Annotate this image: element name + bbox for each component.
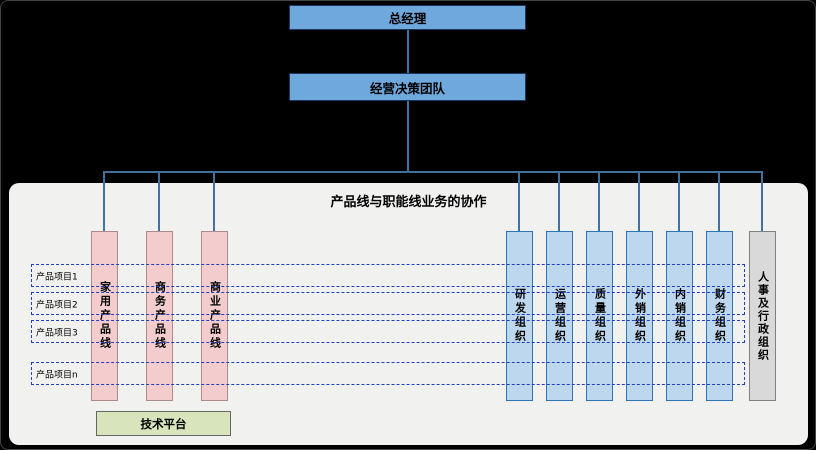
connector-drop-org-3 xyxy=(598,171,600,232)
functional-org-bar-operations: 运营组织 xyxy=(546,231,573,401)
connector-drop-org-6 xyxy=(718,171,720,232)
connector-gm-to-team xyxy=(407,30,409,73)
product-line-bar-business: 商务产品线 xyxy=(146,231,173,401)
product-line-bar-home-label: 家用产品线 xyxy=(98,281,112,351)
project-row-3: 产品项目3 xyxy=(31,320,745,343)
functional-org-bar-domestic-sales: 内销组织 xyxy=(666,231,693,401)
functional-org-bar-export-sales: 外销组织 xyxy=(626,231,653,401)
functional-org-bar-rd-label: 研发组织 xyxy=(513,288,527,344)
project-row-n: 产品项目n xyxy=(31,362,745,385)
functional-org-bar-domestic-sales-label: 内销组织 xyxy=(673,288,687,344)
project-row-1: 产品项目1 xyxy=(31,264,745,287)
connector-team-down xyxy=(407,101,409,172)
functional-org-bar-quality: 质量组织 xyxy=(586,231,613,401)
connector-drop-org-5 xyxy=(678,171,680,232)
admin-org-bar-label: 人事及行政组织 xyxy=(756,270,770,362)
project-row-1-label: 产品项目1 xyxy=(36,272,78,282)
product-line-bar-business-label: 商务产品线 xyxy=(153,281,167,351)
project-row-n-label: 产品项目n xyxy=(36,370,78,380)
functional-org-bar-quality-label: 质量组织 xyxy=(593,288,607,344)
node-general-manager: 总经理 xyxy=(289,5,526,30)
connector-horizontal-bus xyxy=(103,171,763,173)
functional-org-bar-rd: 研发组织 xyxy=(506,231,533,401)
functional-org-bar-operations-label: 运营组织 xyxy=(553,288,567,344)
node-decision-team: 经营决策团队 xyxy=(289,73,526,101)
functional-org-bar-export-sales-label: 外销组织 xyxy=(633,288,647,344)
connector-drop-product-line-2 xyxy=(158,171,160,232)
tech-platform-box: 技术平台 xyxy=(96,411,231,436)
product-line-bar-commercial-label: 商业产品线 xyxy=(208,281,222,351)
functional-org-bar-finance-label: 财务组织 xyxy=(713,288,727,344)
connector-drop-admin-org xyxy=(761,171,763,232)
project-row-3-label: 产品项目3 xyxy=(36,328,78,338)
product-line-bar-home: 家用产品线 xyxy=(91,231,118,401)
product-line-bar-commercial: 商业产品线 xyxy=(201,231,228,401)
node-decision-team-label: 经营决策团队 xyxy=(369,80,445,96)
connector-drop-product-line-1 xyxy=(103,171,105,232)
panel-title: 产品线与职能线业务的协作 xyxy=(330,195,487,210)
project-row-2: 产品项目2 xyxy=(31,292,745,315)
connector-drop-org-2 xyxy=(558,171,560,232)
project-row-2-label: 产品项目2 xyxy=(36,300,78,310)
functional-org-bar-finance: 财务组织 xyxy=(706,231,733,401)
node-general-manager-label: 总经理 xyxy=(388,11,427,26)
connector-drop-org-1 xyxy=(518,171,520,232)
tech-platform-label: 技术平台 xyxy=(140,416,187,431)
admin-org-bar: 人事及行政组织 xyxy=(749,231,776,401)
connector-drop-org-4 xyxy=(638,171,640,232)
connector-drop-product-line-3 xyxy=(213,171,215,232)
